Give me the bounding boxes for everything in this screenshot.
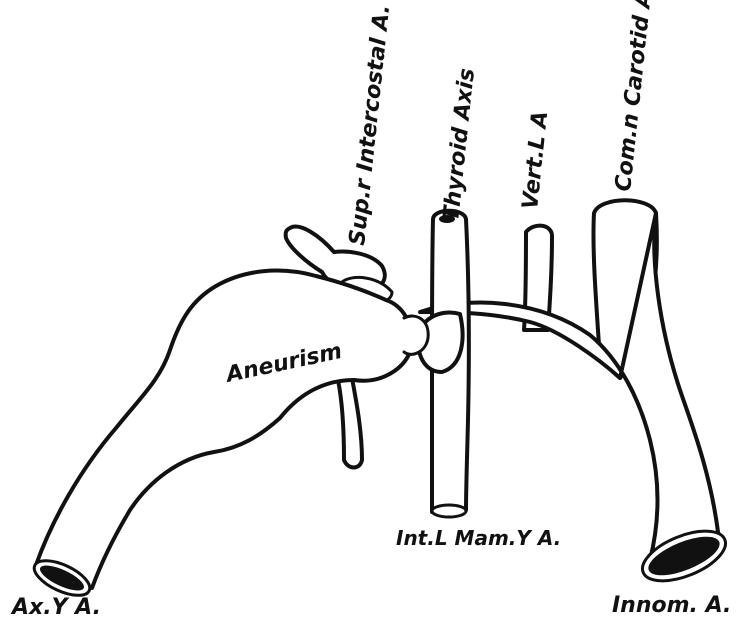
- internal-mammary-opening: [432, 505, 466, 517]
- intercostal-label: Sup.r Intercostal A.: [345, 3, 395, 246]
- ligature: [404, 316, 428, 354]
- internal-mammary-label: Int.L Mam.Y A.: [396, 526, 561, 550]
- innominate-label: Innom. A.: [612, 593, 731, 618]
- axillary-label: Ax.Y A.: [10, 595, 101, 620]
- vertebral-label: Vert.L A: [518, 110, 553, 211]
- carotid-label: Com.n Carotid A.: [611, 0, 658, 193]
- descending-branch: [338, 378, 362, 468]
- thyroid-label: Thyroid Axis: [439, 67, 480, 223]
